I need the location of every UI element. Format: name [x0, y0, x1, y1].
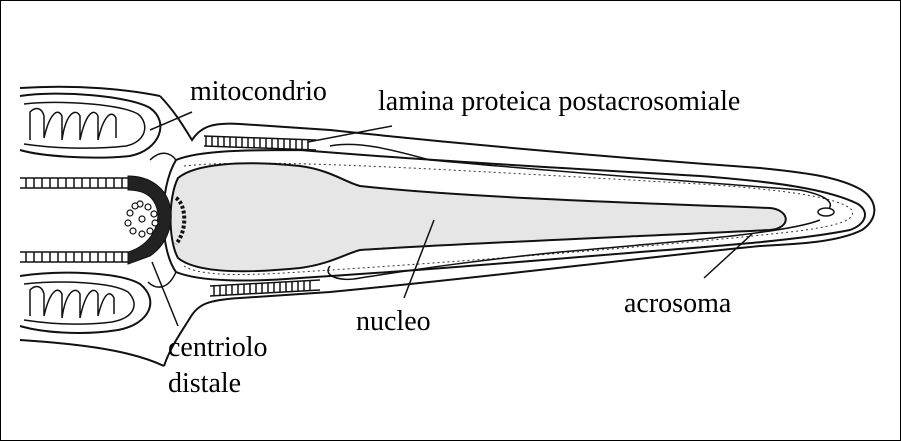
outer-dense-fibre-lower: [20, 252, 128, 262]
label-nucleo: nucleo: [356, 306, 431, 337]
leader-centriolo: [152, 262, 178, 326]
label-acrosoma: acrosoma: [624, 288, 732, 319]
label-centriolo: centriolo: [168, 332, 268, 363]
label-lamina-proteica: lamina proteica postacrosomiale: [378, 86, 740, 117]
proximal-centriole: [125, 201, 158, 237]
mitochondrion-upper: [20, 94, 160, 158]
apical-vesicle: [818, 208, 834, 216]
outer-dense-fibre-upper: [20, 178, 128, 188]
label-mitocondrio: mitocondrio: [190, 76, 327, 107]
label-distale: distale: [168, 368, 241, 399]
postacrosomal-lamina-upper: [204, 136, 316, 150]
midpiece-membrane-lower: [20, 340, 164, 366]
nucleus-shape: [171, 163, 786, 271]
mitochondrion-lower: [20, 273, 150, 333]
leader-acrosoma: [704, 234, 752, 278]
